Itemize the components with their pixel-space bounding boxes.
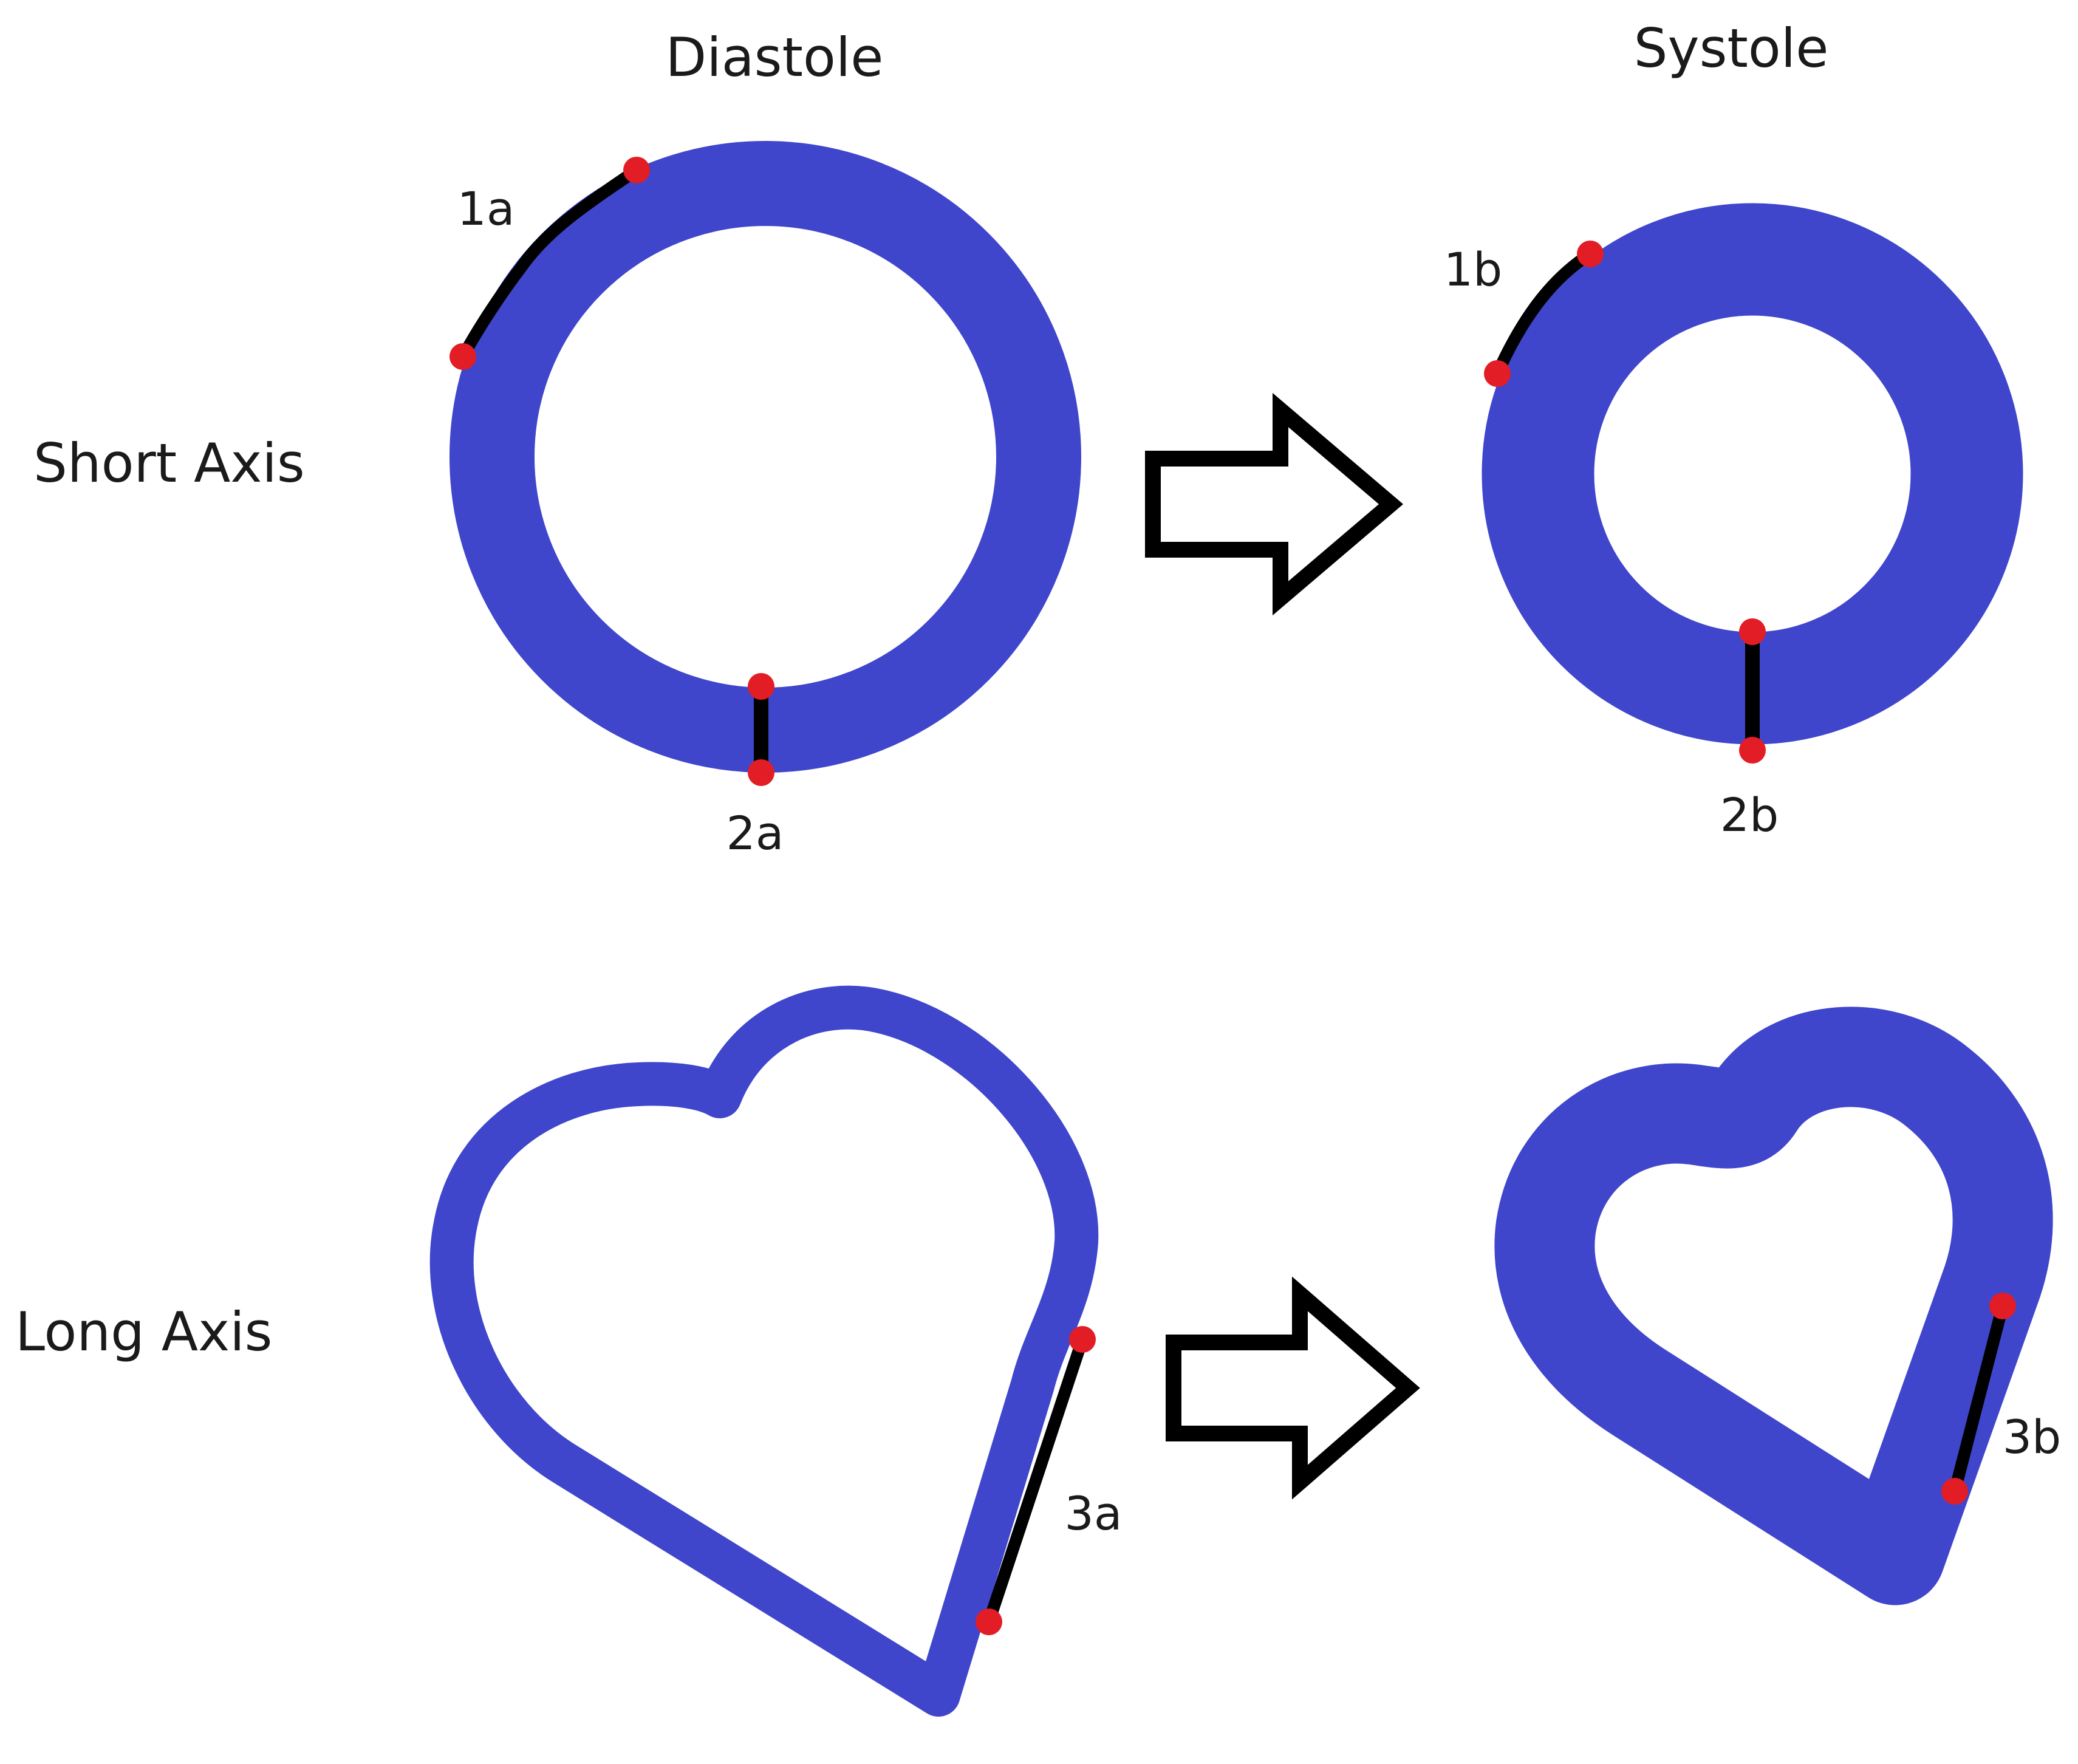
diastole-column-title: Diastole bbox=[666, 26, 884, 89]
label-1a: 1a bbox=[457, 182, 515, 236]
arc-1b bbox=[1491, 248, 1596, 380]
marker-dot bbox=[1739, 618, 1766, 645]
segment-3a bbox=[983, 1337, 1089, 1624]
right-arrow-outline-icon bbox=[1166, 1276, 1420, 1500]
short-axis-row-title: Short Axis bbox=[33, 432, 305, 494]
diastole-short-axis-ring bbox=[449, 141, 1081, 773]
label-3b: 3b bbox=[2003, 1410, 2062, 1464]
marker-dot bbox=[1941, 1478, 1968, 1505]
marker-dot bbox=[1989, 1293, 2016, 1319]
segment-3b bbox=[1949, 1304, 2009, 1493]
label-1b: 1b bbox=[1444, 242, 1503, 296]
marker-dot bbox=[449, 343, 476, 370]
marker-dot bbox=[623, 157, 650, 183]
label-3a: 3a bbox=[1065, 1486, 1123, 1540]
diastole-long-axis-heart bbox=[429, 985, 1099, 1717]
label-2b: 2b bbox=[1720, 788, 1779, 842]
arc-1a bbox=[457, 164, 643, 363]
systole-long-axis-heart bbox=[1494, 1007, 2053, 1605]
systole-column-title: Systole bbox=[1634, 17, 1829, 80]
right-arrow-outline-icon bbox=[1145, 392, 1404, 616]
marker-dot bbox=[1577, 241, 1604, 267]
marker-dot bbox=[748, 759, 774, 786]
marker-dot bbox=[1484, 360, 1511, 387]
marker-dot bbox=[976, 1608, 1002, 1635]
label-2a: 2a bbox=[726, 806, 784, 860]
marker-dot bbox=[1739, 737, 1766, 764]
marker-dot bbox=[1069, 1326, 1096, 1353]
long-axis-row-title: Long Axis bbox=[15, 1301, 273, 1363]
marker-dot bbox=[748, 673, 774, 700]
